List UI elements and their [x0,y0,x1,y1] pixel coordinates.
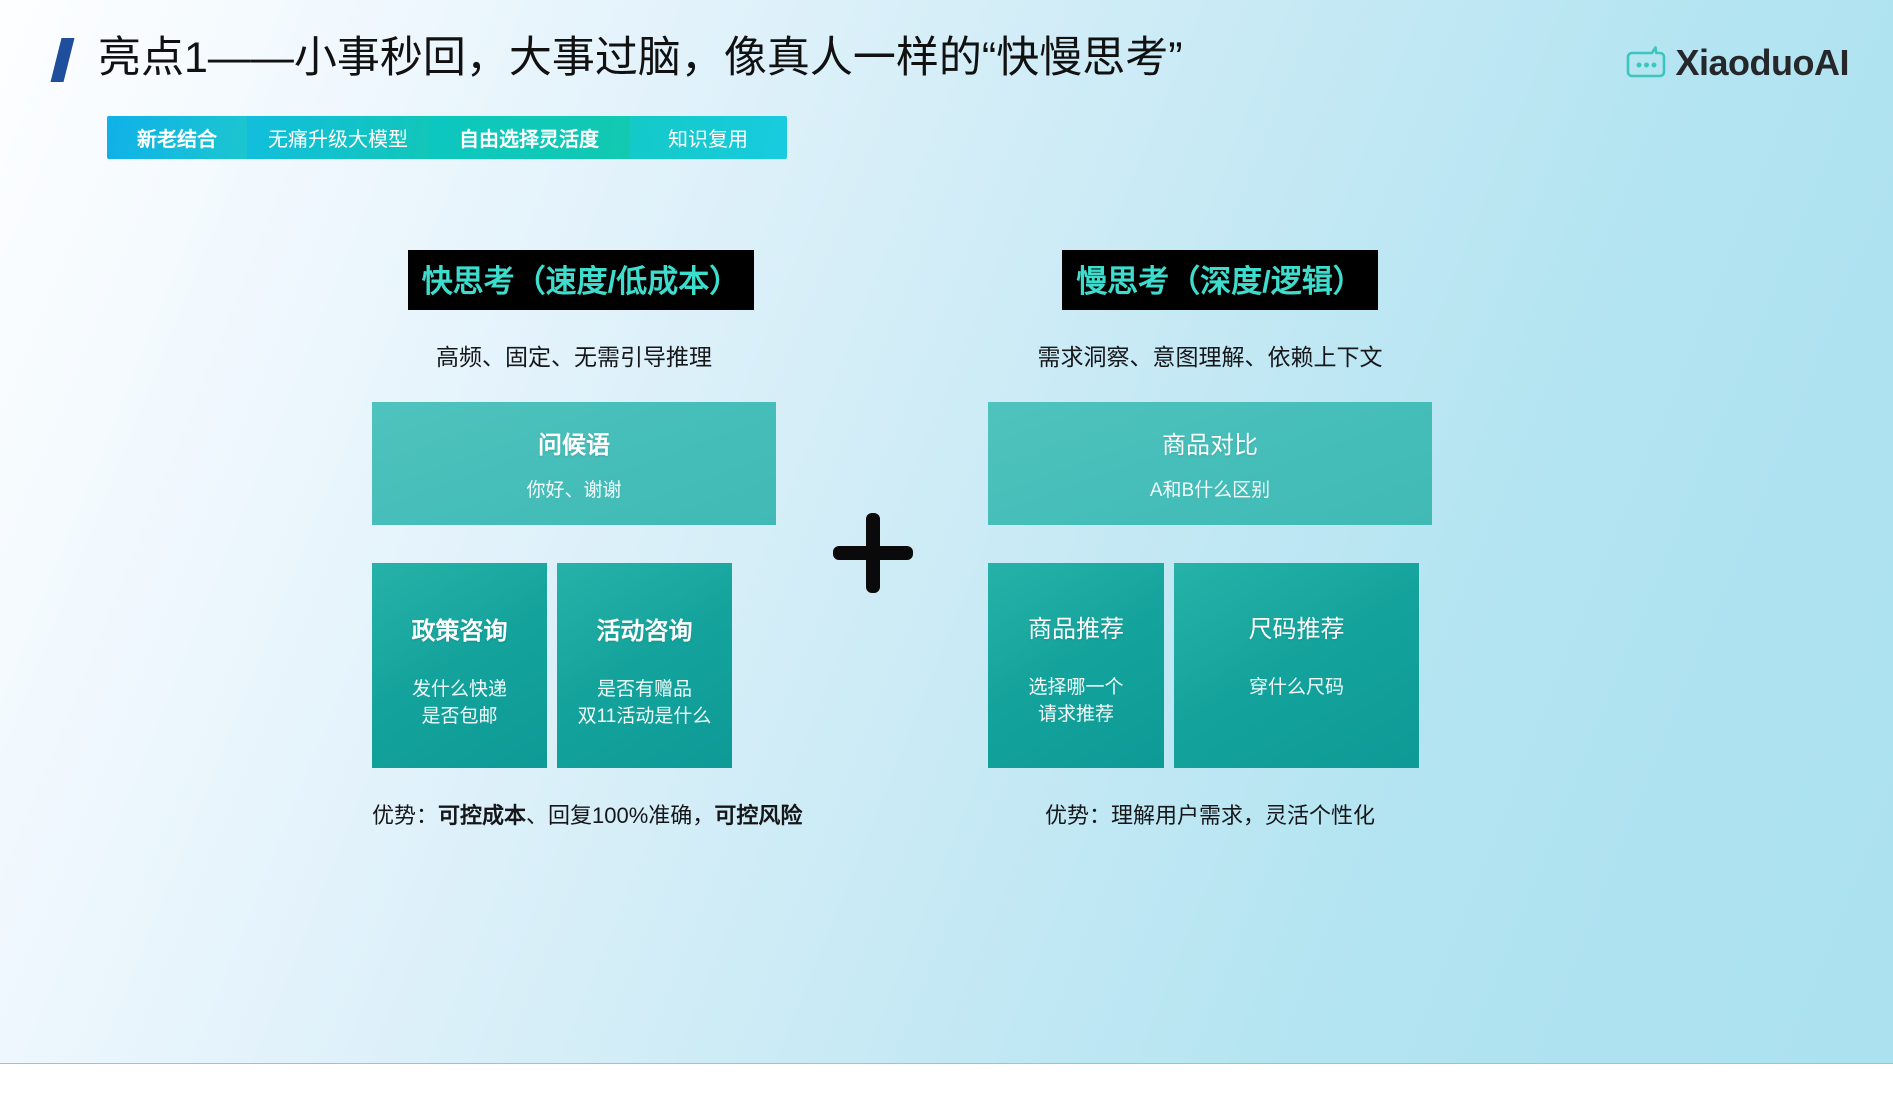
advantage-parts: 可控成本、回复100%准确，可控风险 [438,803,803,828]
card-product-recommendation[interactable]: 商品推荐 选择哪一个 请求推荐 [988,563,1164,768]
window-footer-strip [0,1063,1893,1094]
card-subtitle: 选择哪一个 请求推荐 [1028,677,1124,725]
slow-thinking-subtitle: 需求洞察、意图理解、依赖上下文 [1037,344,1383,370]
card-subtitle: A和B什么区别 [1149,479,1271,501]
card-subtitle: 你好、谢谢 [526,479,622,501]
slow-thinking-header: 慢思考（深度/逻辑） [1062,250,1378,310]
brand-name: XiaoduoAI [1675,42,1850,83]
card-title: 问候语 [538,431,610,459]
plus-sign-icon [828,508,918,598]
slow-thinking-card-row: 商品推荐 选择哪一个 请求推荐 尺码推荐 穿什么尺码 [988,563,1432,768]
card-title: 尺码推荐 [1248,616,1345,643]
chat-robot-icon [1626,46,1665,78]
card-activity-inquiry[interactable]: 活动咨询 是否有赠品 双11活动是什么 [557,563,732,768]
feature-tab-bar[interactable]: 新老结合 无痛升级大模型 自由选择灵活度 知识复用 [107,116,787,159]
card-policy-inquiry[interactable]: 政策咨询 发什么快递 是否包邮 [372,563,547,768]
title-accent-bar [50,38,75,82]
tab-new-old-combination[interactable]: 新老结合 [107,116,247,159]
tab-knowledge-reuse[interactable]: 知识复用 [629,116,787,159]
slow-thinking-advantage: 优势：理解用户需求，灵活个性化 [988,798,1432,830]
card-title: 商品对比 [1162,431,1258,459]
advantage-parts: 理解用户需求，灵活个性化 [1111,803,1376,828]
fast-thinking-advantage: 优势：可控成本、回复100%准确，可控风险 [372,798,802,830]
brand-logo: XiaoduoAI [1626,42,1850,84]
card-title: 商品推荐 [1028,616,1124,643]
page-title: 亮点1——小事秒回，大事过脑，像真人一样的“快慢思考” [98,34,1183,82]
advantage-prefix: 优势： [372,803,439,828]
card-title: 政策咨询 [411,618,508,645]
slow-thinking-column: 慢思考（深度/逻辑） 需求洞察、意图理解、依赖上下文 商品对比 A和B什么区别 … [988,250,1432,830]
fast-thinking-header: 快思考（速度/低成本） [407,250,755,310]
tab-painless-upgrade[interactable]: 无痛升级大模型 [247,116,429,159]
card-subtitle: 是否有赠品 双11活动是什么 [577,679,712,727]
card-title: 活动咨询 [596,618,693,645]
card-greeting[interactable]: 问候语 你好、谢谢 [372,402,776,525]
slide-header: 亮点1——小事秒回，大事过脑，像真人一样的“快慢思考” XiaoduoAI [0,0,1893,110]
fast-thinking-column: 快思考（速度/低成本） 高频、固定、无需引导推理 问候语 你好、谢谢 政策咨询 … [372,250,802,830]
tab-flexible-choice[interactable]: 自由选择灵活度 [429,116,629,159]
advantage-prefix: 优势： [1044,803,1111,828]
fast-thinking-subtitle: 高频、固定、无需引导推理 [436,344,712,370]
fast-thinking-card-row: 政策咨询 发什么快递 是否包邮 活动咨询 是否有赠品 双11活动是什么 [372,563,776,768]
card-size-recommendation[interactable]: 尺码推荐 穿什么尺码 [1174,563,1419,768]
card-subtitle: 发什么快递 是否包邮 [411,679,507,727]
card-product-comparison[interactable]: 商品对比 A和B什么区别 [988,402,1432,525]
card-subtitle: 穿什么尺码 [1248,677,1344,698]
slide-canvas: 亮点1——小事秒回，大事过脑，像真人一样的“快慢思考” XiaoduoAI 新老… [0,0,1893,1063]
